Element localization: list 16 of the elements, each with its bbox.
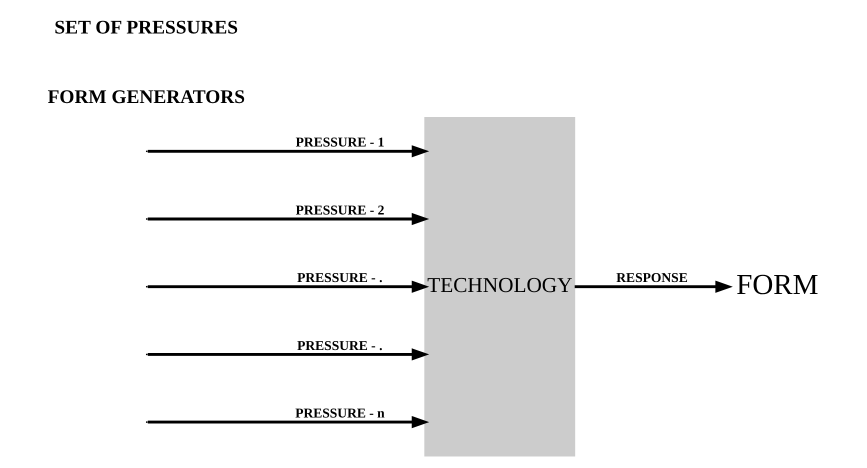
edge-label: PRESSURE - . [297, 338, 382, 353]
edge-label: PRESSURE - 2 [296, 202, 384, 218]
arrow [148, 416, 430, 428]
label: SET OF PRESSURES [54, 17, 238, 38]
node-text: FORM [736, 268, 818, 301]
arrow [148, 280, 430, 293]
arrow [148, 348, 430, 361]
edge-label: PRESSURE - n [295, 405, 385, 420]
arrow [574, 280, 733, 293]
node-box: TECHNOLOGY [424, 116, 576, 456]
arrow [148, 212, 430, 226]
edge-label: PRESSURE - 1 [296, 134, 384, 150]
arrow [148, 145, 430, 158]
label: FORM GENERATORS [48, 86, 246, 108]
edge-label: RESPONSE [616, 270, 688, 286]
edge-label: PRESSURE - . [297, 270, 382, 286]
